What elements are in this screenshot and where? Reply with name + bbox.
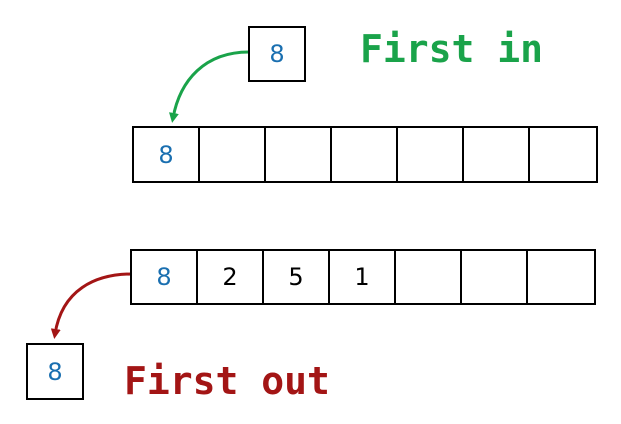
incoming-element-box: 8	[248, 26, 306, 82]
queue-cell	[398, 128, 464, 181]
queue-cell: 8	[132, 251, 198, 303]
first-out-label: First out	[124, 359, 330, 403]
queue-cell: 8	[134, 128, 200, 181]
queue-cell	[530, 128, 596, 181]
queue-cell	[266, 128, 332, 181]
queue-cell	[396, 251, 462, 303]
dequeue-arrow	[50, 272, 133, 339]
queue-cell: 5	[264, 251, 330, 303]
enqueue-arrow	[168, 50, 250, 123]
queue-cell: 2	[198, 251, 264, 303]
queue-cell	[462, 251, 528, 303]
queue-cell	[332, 128, 398, 181]
outgoing-element-box: 8	[26, 343, 84, 400]
queue-cell: 1	[330, 251, 396, 303]
queue-cell	[464, 128, 530, 181]
incoming-element-value: 8	[269, 40, 285, 68]
dequeue-queue: 8 2 5 1	[130, 249, 596, 305]
enqueue-queue: 8	[132, 126, 598, 183]
first-in-label: First in	[360, 27, 544, 71]
queue-cell	[200, 128, 266, 181]
outgoing-element-value: 8	[47, 357, 63, 386]
queue-cell	[528, 251, 594, 303]
